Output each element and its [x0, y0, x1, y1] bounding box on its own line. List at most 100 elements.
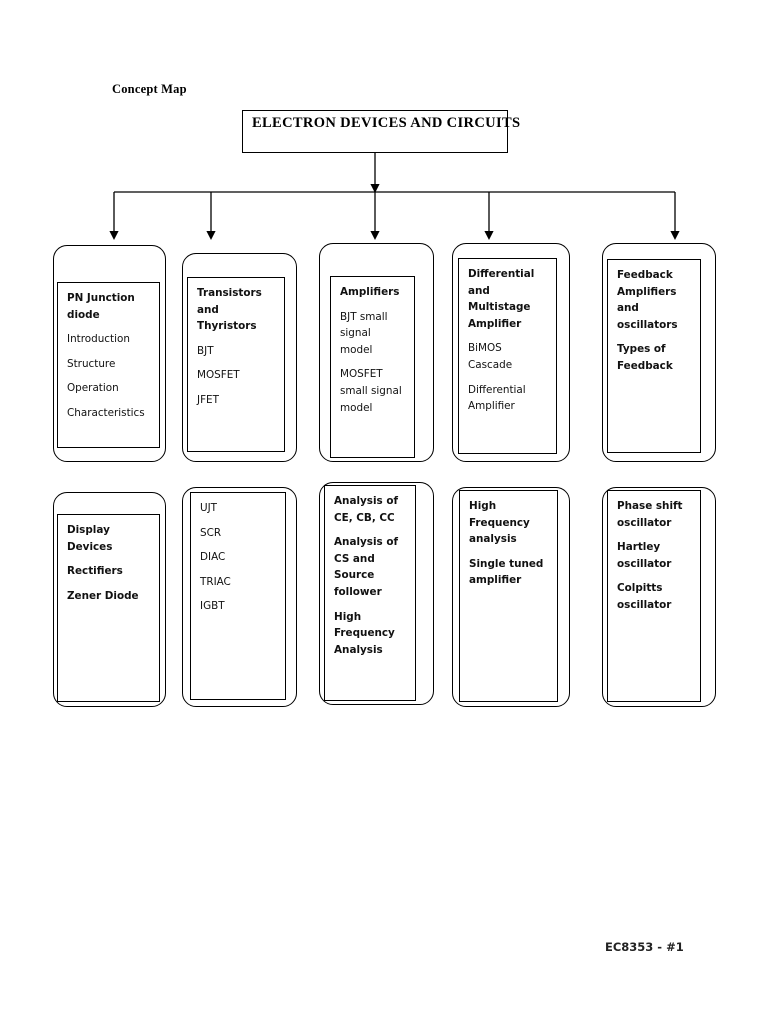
text-spacer	[67, 348, 156, 356]
concept-node-line: BJT small	[340, 310, 388, 323]
text-spacer	[200, 541, 282, 549]
concept-node-line: Devices	[67, 540, 113, 553]
concept-node-line: oscillators	[617, 318, 678, 331]
concept-node-line: Single tuned	[469, 557, 544, 570]
concept-node-inner-thyristor-family: UJT SCR DIAC TRIAC IGBT	[190, 492, 286, 700]
concept-node-line: CS and	[334, 552, 375, 565]
concept-node-line: Zener Diode	[67, 589, 139, 602]
text-spacer	[197, 335, 281, 343]
concept-node-line: Multistage	[468, 301, 531, 314]
concept-node-line: amplifier	[469, 574, 522, 587]
page-footer: EC8353 - #1	[605, 940, 684, 954]
text-spacer	[468, 332, 553, 340]
text-spacer	[197, 384, 281, 392]
concept-node-line: Amplifiers	[340, 286, 400, 298]
concept-node-line: Hartley	[617, 541, 661, 554]
concept-node-line: UJT	[200, 502, 218, 514]
text-spacer	[197, 359, 281, 367]
concept-node-line: Transistors	[197, 287, 262, 299]
text-spacer	[340, 358, 411, 366]
branch-arrowhead-icon-1	[109, 231, 119, 240]
text-spacer	[617, 572, 697, 580]
concept-node-line: Types of	[617, 343, 666, 356]
text-spacer	[67, 397, 156, 405]
concept-node-line: oscillator	[617, 557, 672, 570]
concept-node-line: Structure	[67, 357, 116, 370]
text-spacer	[67, 372, 156, 380]
concept-node-line: Colpitts	[617, 582, 663, 595]
concept-node-line: Frequency	[334, 627, 395, 640]
concept-node-line: Analysis	[334, 643, 383, 656]
text-spacer	[469, 548, 554, 556]
branch-arrowhead-icon-3	[370, 231, 380, 240]
concept-node-line: Operation	[67, 382, 119, 395]
text-spacer	[617, 333, 697, 341]
text-spacer	[200, 590, 282, 598]
text-spacer	[334, 601, 412, 609]
concept-node-line: diode	[67, 308, 100, 321]
concept-node-line: Characteristics	[67, 406, 145, 419]
text-spacer	[340, 301, 411, 309]
concept-node-line: Frequency	[469, 516, 530, 529]
concept-node-line: BJT	[197, 344, 214, 357]
root-node-title: ELECTRON DEVICES AND CIRCUITS	[252, 115, 521, 131]
concept-node-line: Analysis of	[334, 495, 398, 507]
concept-node-line: Feedback	[617, 269, 673, 281]
concept-node-line: oscillator	[617, 598, 672, 611]
text-spacer	[67, 323, 156, 331]
concept-node-line: CE, CB, CC	[334, 511, 395, 524]
concept-node-line: DIAC	[200, 551, 226, 564]
concept-node-line: TRIAC	[200, 575, 231, 588]
concept-node-line: and	[468, 284, 490, 297]
concept-node-line: MOSFET	[197, 369, 240, 382]
concept-node-line: Display	[67, 524, 110, 536]
concept-node-line: Analysis of	[334, 536, 398, 549]
text-spacer	[200, 517, 282, 525]
concept-node-line: small signal	[340, 384, 402, 397]
concept-node-line: IGBT	[200, 600, 225, 613]
root-node-box: ELECTRON DEVICES AND CIRCUITS	[242, 110, 520, 153]
concept-node-line: SCR	[200, 526, 222, 539]
concept-node-line: PN Junction	[67, 292, 135, 304]
concept-node-line: Amplifier	[468, 400, 515, 413]
concept-node-text-thyristor-family: UJT SCR DIAC TRIAC IGBT	[200, 500, 282, 615]
concept-node-line: and	[617, 302, 639, 315]
text-spacer	[67, 555, 156, 563]
stem-arrowhead-icon	[370, 184, 380, 193]
text-spacer	[67, 580, 156, 588]
concept-node-line: BiMOS	[468, 342, 502, 355]
text-spacer	[617, 531, 697, 539]
concept-node-line: Rectifiers	[67, 565, 123, 578]
concept-node-line: JFET	[197, 393, 219, 406]
concept-node-line: MOSFET	[340, 368, 383, 381]
concept-node-line: Amplifiers	[617, 285, 677, 298]
text-spacer	[200, 566, 282, 574]
concept-node-line: High	[334, 610, 362, 623]
concept-node-line: oscillator	[617, 516, 672, 529]
concept-node-line: Phase shift	[617, 500, 683, 512]
concept-node-line: model	[340, 343, 373, 356]
branch-arrowhead-icon-2	[206, 231, 216, 240]
concept-node-line: Source	[334, 569, 375, 582]
concept-node-line: signal	[340, 327, 371, 340]
concept-node-line: Differential	[468, 268, 535, 280]
text-spacer	[468, 374, 553, 382]
page-title: Concept Map	[112, 82, 187, 96]
concept-node-line: High	[469, 500, 497, 512]
